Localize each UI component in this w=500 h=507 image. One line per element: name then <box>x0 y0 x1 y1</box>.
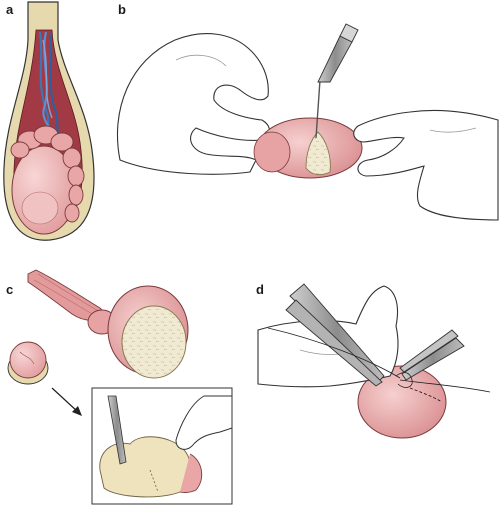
inset-content <box>99 395 233 498</box>
suture-thread <box>267 327 491 393</box>
forceps <box>285 283 385 387</box>
tunica-incision <box>305 131 331 176</box>
removed-tissue <box>9 341 47 379</box>
panel-a <box>3 1 95 241</box>
needle-holder <box>399 329 465 381</box>
right-glove <box>353 109 499 221</box>
pointer-arrow <box>51 387 82 416</box>
panel-label-d: d <box>256 282 264 297</box>
suture-line <box>409 387 443 403</box>
panel-label-c: c <box>6 282 13 297</box>
panel-d <box>257 283 491 439</box>
left-glove <box>116 33 271 175</box>
panel-b <box>116 23 499 221</box>
panel-label-b: b <box>118 2 126 17</box>
inset-glove <box>175 395 233 450</box>
epididymis <box>10 125 85 223</box>
testis-lower-lobe <box>21 191 59 225</box>
inset-probe <box>107 395 127 465</box>
needle-instrument <box>315 23 359 139</box>
panel-label-a: a <box>6 2 14 17</box>
seminiferous-tubules <box>121 305 187 379</box>
panel-c <box>7 269 233 505</box>
